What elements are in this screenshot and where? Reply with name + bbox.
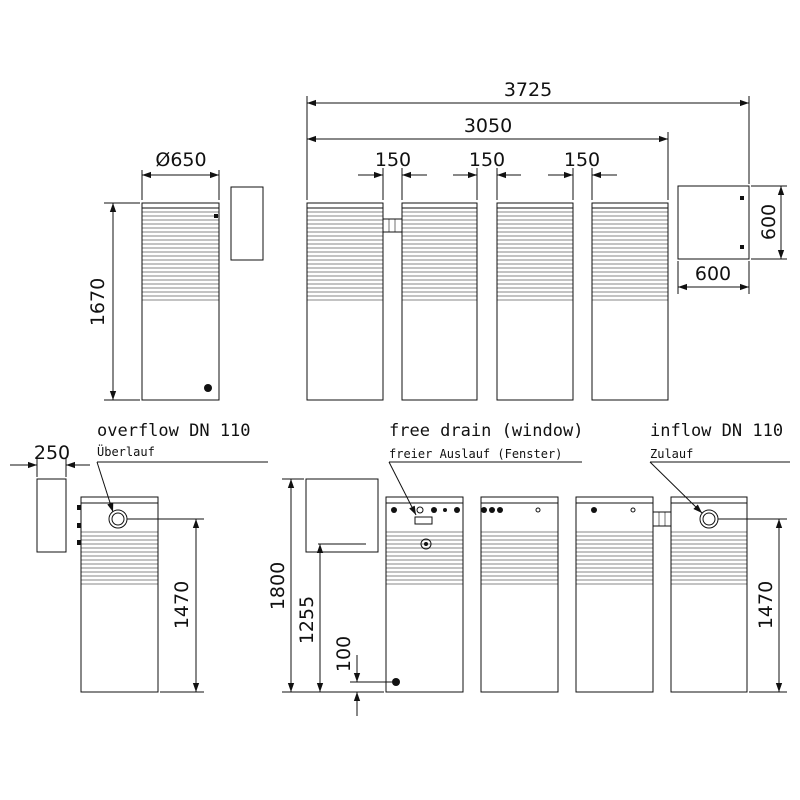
- tank-1-lid: [306, 202, 384, 209]
- fitting: [489, 507, 495, 513]
- fitting: [391, 507, 397, 513]
- tank-b1-ribs: [386, 531, 463, 585]
- dim-tank-row-length-label: 3050: [464, 115, 512, 137]
- drain-outlet-core: [424, 542, 428, 546]
- dim-side-box-label: 250: [34, 442, 70, 464]
- tank-3-lid: [496, 202, 574, 209]
- tank-b4-lid: [670, 496, 748, 504]
- control-box-front: [305, 478, 379, 553]
- overflow-pipe-inner: [111, 512, 125, 526]
- tank-b1: [385, 496, 464, 693]
- tank-b3-lid: [575, 496, 654, 504]
- overflow-leader: [96, 461, 114, 513]
- fitting: [481, 507, 487, 513]
- inflow-title: inflow DN 110: [650, 421, 783, 441]
- tank-b4: [670, 496, 748, 693]
- tank-2-ribs: [402, 211, 477, 301]
- fitting: [454, 507, 460, 513]
- tank-ribs: [142, 211, 219, 301]
- tank-lid-2: [80, 496, 159, 504]
- tank-b3: [575, 496, 654, 693]
- dim-total-height-label: 1800: [267, 562, 289, 610]
- tank-lid: [141, 202, 220, 209]
- side-view-top: Ø650 1670: [87, 149, 264, 401]
- inflow-connector-2: [652, 511, 672, 527]
- fitting: [443, 508, 447, 512]
- front-view-top: 3725 3050 150 150 150 600 600: [306, 79, 787, 401]
- tank-3-ribs: [497, 211, 573, 301]
- dim-overflow-height-label: 1470: [171, 581, 193, 629]
- dim-box-depth-label: 600: [758, 204, 780, 240]
- front-view-bottom: 1800 1255 100 1470 free drain (window) f…: [267, 421, 790, 716]
- tank-4: [591, 202, 669, 401]
- dim-box-width-label: 600: [695, 263, 731, 285]
- drain-title: free drain (window): [389, 421, 583, 441]
- side-view-bottom: 1470 250 overflow DN 110 Überlauf: [10, 421, 268, 693]
- control-box: [677, 185, 750, 260]
- tank-b2-lid: [480, 496, 559, 504]
- tank-b1-lid: [385, 496, 464, 504]
- tank-2-lid: [401, 202, 478, 209]
- fitting: [431, 507, 437, 513]
- tank-b2: [480, 496, 559, 693]
- dim-total-length-label: 3725: [504, 79, 552, 101]
- dim-gap-1-label: 150: [375, 149, 411, 171]
- dim-diameter-label: Ø650: [155, 149, 206, 171]
- fitting: [77, 505, 81, 510]
- dim-gap-3-label: 150: [564, 149, 600, 171]
- tank-b4-ribs: [671, 531, 747, 585]
- drain-fitting: [204, 384, 212, 392]
- bottom-drain: [392, 678, 400, 686]
- control-box-side-2: [36, 478, 67, 553]
- tank-2: [401, 202, 478, 401]
- dim-inflow-height-label: 1470: [755, 581, 777, 629]
- tank-1: [306, 202, 384, 401]
- inflow-leader: [649, 461, 703, 514]
- dim-gap-2-label: 150: [469, 149, 505, 171]
- inflow-connector: [382, 218, 403, 233]
- inflow-pipe-inner: [702, 512, 716, 526]
- box-screw: [740, 245, 744, 249]
- fitting: [630, 507, 636, 513]
- inflow-subtitle: Zulauf: [650, 447, 693, 461]
- dim-drain-height-label: 1255: [296, 596, 318, 644]
- overflow-subtitle: Überlauf: [97, 443, 155, 459]
- fitting: [214, 214, 218, 218]
- tank-1-ribs: [307, 211, 383, 301]
- tank-side-view: [141, 202, 220, 401]
- dim-bottom-offset-label: 100: [333, 636, 355, 672]
- tank-ribs-2: [81, 531, 158, 585]
- box-screw: [740, 196, 744, 200]
- tank-b2-ribs: [481, 531, 558, 585]
- drain-window: [414, 516, 433, 525]
- tank-4-ribs: [592, 211, 668, 301]
- tank-3: [496, 202, 574, 401]
- drain-leader: [388, 461, 417, 516]
- fitting: [77, 523, 81, 528]
- tank-side-view-2: [80, 496, 159, 693]
- fitting: [591, 507, 597, 513]
- control-box-side: [230, 186, 264, 261]
- drain-outlet: [420, 538, 432, 550]
- fitting: [497, 507, 503, 513]
- dim-height-side-label: 1670: [87, 278, 109, 326]
- drain-subtitle: freier Auslauf (Fenster): [389, 447, 562, 461]
- fitting: [535, 507, 541, 513]
- tank-b3-ribs: [576, 531, 653, 585]
- fitting: [77, 540, 81, 545]
- tank-4-lid: [591, 202, 669, 209]
- overflow-title: overflow DN 110: [97, 421, 251, 441]
- fitting: [416, 506, 424, 514]
